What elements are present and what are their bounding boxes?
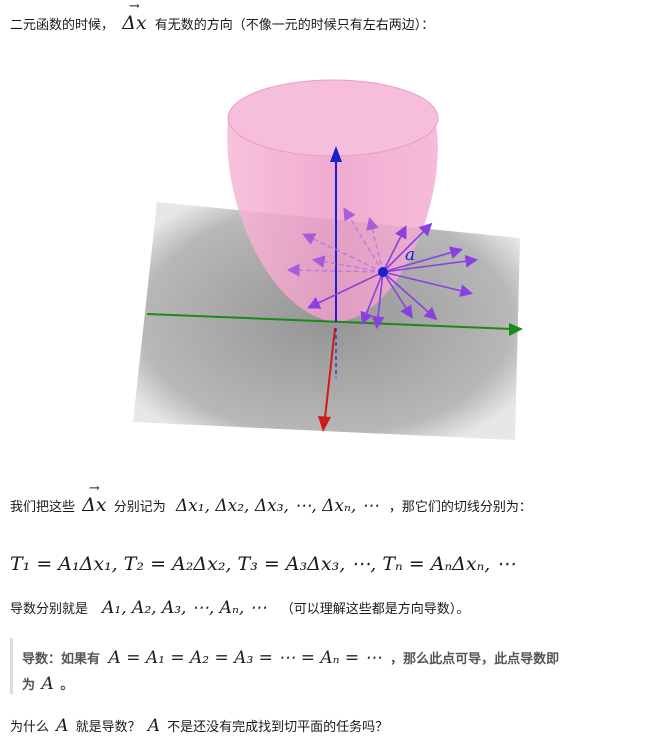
y-axis	[146, 313, 514, 330]
delta-x-vector: Δx	[122, 12, 146, 34]
derivative-line: 导数分别就是 A₁, A₂, A₃, ⋯, Aₙ, ⋯ （可以理解这些都是方向导…	[10, 598, 469, 618]
tangent-formula-line: T₁ = A₁Δx₁, T₂ = A₂Δx₂, T₃ = A₃Δx₃, ⋯, T…	[10, 553, 515, 575]
definition-line2-prefix: 为	[22, 678, 36, 693]
delta-x-vector-2: Δx	[82, 494, 106, 516]
notation-prefix: 我们把这些	[10, 500, 76, 515]
derivative-suffix: （可以理解这些都是方向导数）。	[280, 602, 470, 617]
question-var-2: A	[147, 716, 161, 736]
tangent-arrows	[307, 222, 479, 330]
notation-middle: 分别记为	[113, 500, 166, 515]
hidden-tangent-arrows	[286, 207, 384, 277]
paraboloid-rim	[227, 79, 439, 157]
question-middle: 就是导数？	[75, 720, 141, 735]
question-var-1: A	[56, 716, 69, 736]
definition-text: 导数：如果有 A = A₁ = A₂ = A₃ = ⋯ = Aₙ = ⋯ ，那么…	[22, 646, 654, 698]
definition-line2-suffix: 。	[60, 678, 74, 693]
question-prefix: 为什么	[10, 720, 50, 735]
definition-line-2: 为 A 。	[22, 672, 654, 698]
intro-line: 二元函数的时候， Δx 有无数的方向（不像一元的时候只有左右两边）：	[10, 12, 434, 34]
intro-suffix: 有无数的方向（不像一元的时候只有左右两边）：	[154, 18, 435, 33]
question-line: 为什么 A 就是导数？ A 不是还没有完成找到切平面的任务吗？	[10, 716, 388, 736]
definition-line-1: 导数：如果有 A = A₁ = A₂ = A₃ = ⋯ = Aₙ = ⋯ ，那么…	[22, 646, 654, 672]
y-axis-arrowhead	[509, 323, 523, 336]
point-a-label: a	[405, 245, 415, 265]
paraboloid-figure: a	[133, 79, 523, 440]
definition-formula: A = A₁ = A₂ = A₃ = ⋯ = Aₙ = ⋯	[108, 648, 382, 668]
z-axis-arrowhead	[330, 146, 342, 162]
x-axis	[324, 327, 336, 419]
definition-middle: ，那么此点可导，此点导数即	[390, 652, 560, 667]
direction-notation-line: 我们把这些 Δx 分别记为 Δx₁, Δx₂, Δx₃, ⋯, Δxₙ, ⋯ ，…	[10, 494, 532, 516]
definition-blockquote	[10, 638, 655, 694]
definition-prefix: 导数：如果有	[22, 652, 101, 667]
question-suffix: 不是还没有完成找到切平面的任务吗？	[167, 720, 389, 735]
intro-prefix: 二元函数的时候，	[10, 18, 115, 33]
direction-vector-list: Δx₁, Δx₂, Δx₃, ⋯, Δxₙ, ⋯	[175, 496, 379, 516]
definition-var: A	[41, 674, 54, 694]
x-axis-arrowhead	[318, 416, 331, 432]
derivative-prefix: 导数分别就是	[10, 602, 89, 617]
tangent-formula: T₁ = A₁Δx₁, T₂ = A₂Δx₂, T₃ = A₃Δx₃, ⋯, T…	[10, 553, 516, 575]
derivative-list: A₁, A₂, A₃, ⋯, Aₙ, ⋯	[102, 598, 267, 618]
point-a	[378, 267, 388, 277]
notation-suffix: ，那它们的切线分别为：	[388, 500, 532, 515]
